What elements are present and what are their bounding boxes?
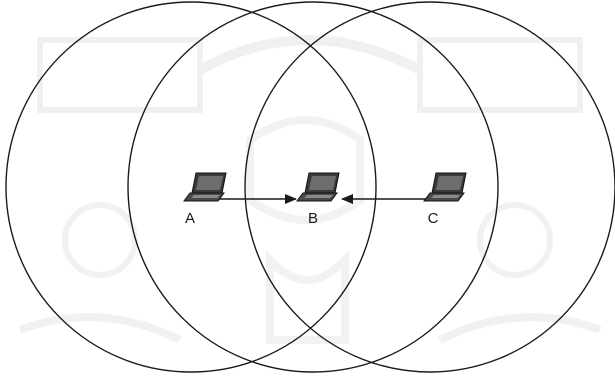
node-label-a: A [185,210,195,227]
range-circle-a [5,1,377,373]
range-circle-b [127,1,499,373]
node-b [296,172,340,202]
watermark-pattern [18,35,602,344]
nodes: A B C [183,172,467,227]
laptop-icon [183,172,227,202]
laptop-icon [423,172,467,202]
range-circle-c [244,1,615,373]
node-label-c: C [428,210,439,227]
laptop-icon [296,172,340,202]
node-c [423,172,467,202]
node-a [183,172,227,202]
node-label-b: B [308,210,318,227]
range-circles [5,1,615,373]
